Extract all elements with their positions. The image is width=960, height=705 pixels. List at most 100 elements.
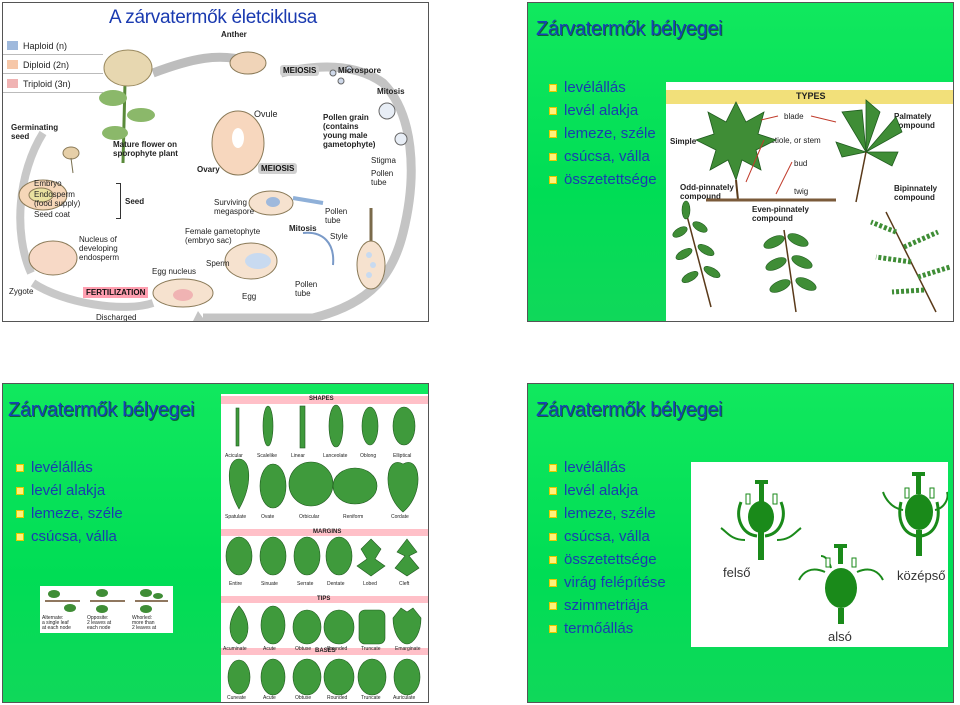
label-embryo: Embryo xyxy=(34,179,62,188)
label-pollen-grain: Pollen grain (contains young male gameto… xyxy=(323,113,376,149)
bullet-item: levélállás xyxy=(548,456,666,479)
label-half-inferior-ovary: középső xyxy=(897,568,946,583)
label-mitosis-mid: Mitosis xyxy=(289,224,317,233)
bullet-item: csúcsa, válla xyxy=(15,525,123,548)
legend-swatch-triploid xyxy=(7,79,18,88)
leaf-caption-tips: Rounded xyxy=(327,646,348,652)
label-surviving-megaspore: Surviving megaspore xyxy=(214,198,255,216)
bullet-list: levélállás levél alakja lemeze, széle cs… xyxy=(548,76,657,191)
label-stigma: Stigma xyxy=(371,156,396,165)
leaf-caption-margins: Serrate xyxy=(297,581,314,587)
leaf-caption-margins: Lobed xyxy=(363,581,377,587)
bullet-item: összetettsége xyxy=(548,168,657,191)
leaf-caption-shapes-row2: Cordate xyxy=(391,514,409,520)
label-mitosis-top: Mitosis xyxy=(377,87,405,96)
label-pollen-tube-2: Pollen tube xyxy=(325,207,348,225)
leaf-caption-bases: Obtuse xyxy=(295,695,312,701)
slide-title: Zárvatermők bélyegei xyxy=(536,18,723,40)
label-shapes: SHAPES xyxy=(309,396,334,402)
life-cycle-diagram xyxy=(16,49,416,321)
label-endosperm: Endosperm (food supply) xyxy=(34,190,81,208)
label-discharged: Discharged xyxy=(96,313,137,322)
label-egg-nucleus: Egg nucleus xyxy=(152,267,197,276)
label-margins: MARGINS xyxy=(313,529,342,535)
label-superior-ovary: felső xyxy=(723,565,751,580)
leaf-caption-tips: Emarginate xyxy=(395,646,421,652)
leaf-caption-margins: Cleft xyxy=(399,581,410,587)
ovary-diagram xyxy=(720,472,948,624)
label-bipinnately: Bipinnately compound xyxy=(894,184,938,202)
bullet-item: virág felépítése xyxy=(548,571,666,594)
label-seed-coat: Seed coat xyxy=(34,210,71,219)
leaf-caption-tips: Acute xyxy=(263,646,276,652)
leaf-caption-bases: Rounded xyxy=(327,695,348,701)
leaf-caption-bases: Truncate xyxy=(361,695,381,701)
leaf-types-drawing xyxy=(672,99,951,313)
label-germinating-seed: Germinating seed xyxy=(11,123,59,141)
label-style: Style xyxy=(330,232,348,241)
bullet-item: lemeze, széle xyxy=(548,122,657,145)
leaf-types-figure: TYPES blade Palmately compound Simple pe… xyxy=(666,82,953,321)
leaf-caption-shapes-row1: Lanceolate xyxy=(323,453,348,459)
leaf-caption-shapes-row1: Elliptical xyxy=(393,453,412,459)
leaf-arrangement-figure: Alternate: a single leaf at each node Op… xyxy=(40,586,173,633)
ovary-position-figure: felső középső alsó xyxy=(691,462,948,647)
leaf-caption-shapes-row2: Spatulate xyxy=(225,514,247,520)
label-tips: TIPS xyxy=(317,596,331,602)
label-bud: bud xyxy=(794,159,808,168)
leaf-caption-bases: Cuneate xyxy=(227,695,246,701)
bullet-item: csúcsa, válla xyxy=(548,145,657,168)
label-egg: Egg xyxy=(242,292,257,301)
bullet-item: levélállás xyxy=(548,76,657,99)
leaf-caption-margins: Sinuate xyxy=(261,581,278,587)
label-whorled: Whorled: more than 2 leaves at xyxy=(132,615,157,631)
leaf-caption-shapes-row2: Reniform xyxy=(343,514,364,520)
slide-leaf-types: Zárvatermők bélyegei levélállás levél al… xyxy=(527,2,954,322)
label-ovary: Ovary xyxy=(197,165,220,174)
label-twig: twig xyxy=(794,187,809,196)
leaf-shapes-drawing xyxy=(225,404,422,696)
label-pollen-tube-1: Pollen tube xyxy=(371,169,394,187)
bullet-item: csúcsa, válla xyxy=(548,525,666,548)
bullet-item: levél alakja xyxy=(15,479,123,502)
label-petiole: petiole, or stem xyxy=(766,136,821,145)
label-blade: blade xyxy=(784,112,804,121)
slide-leaf-shapes: Zárvatermők bélyegei levélállás levél al… xyxy=(2,383,429,703)
bullet-item: szimmetriája xyxy=(548,594,666,617)
label-sperm: Sperm xyxy=(206,259,230,268)
slide-flower-structure: Zárvatermők bélyegei levélállás levél al… xyxy=(527,383,954,703)
bullet-item: lemeze, széle xyxy=(15,502,123,525)
label-odd-pinnately: Odd-pinnately compound xyxy=(680,183,734,201)
label-anther: Anther xyxy=(221,30,247,39)
label-meiosis-top: MEIOSIS xyxy=(280,65,320,76)
legend-diploid: Diploid (2n) xyxy=(23,60,70,70)
leaf-caption-shapes-row2: Ovate xyxy=(261,514,275,520)
bullet-item: termőállás xyxy=(548,617,666,640)
bullet-item: lemeze, széle xyxy=(548,502,666,525)
bullet-item: összetettsége xyxy=(548,548,666,571)
label-female-gametophyte: Female gametophyte (embryo sac) xyxy=(185,227,261,245)
legend-swatch-diploid xyxy=(7,60,18,69)
label-bases: BASES xyxy=(315,648,336,654)
leaf-caption-bases: Acute xyxy=(263,695,276,701)
leaf-caption-shapes-row1: Scalelike xyxy=(257,453,278,459)
leaf-shapes-chart: SHAPES MARGINS TIPS BASES xyxy=(221,394,428,702)
legend-triploid: Triploid (3n) xyxy=(23,79,71,89)
bullet-item: levél alakja xyxy=(548,99,657,122)
bullet-list: levélállás levél alakja lemeze, széle cs… xyxy=(548,456,666,640)
bullet-item: levélállás xyxy=(15,456,123,479)
label-microspore: Microspore xyxy=(338,66,382,75)
slide-title: A zárvatermők életciklusa xyxy=(109,7,317,28)
label-meiosis-mid: MEIOSIS xyxy=(258,163,298,174)
label-opposite: Opposite: 2 leaves at each node xyxy=(87,615,112,631)
leaf-caption-bases: Auriculate xyxy=(393,695,416,701)
label-even-pinnately: Even-pinnately compound xyxy=(752,205,809,223)
legend-haploid: Haploid (n) xyxy=(23,41,68,51)
label-types: TYPES xyxy=(796,91,826,101)
leaf-caption-tips: Truncate xyxy=(361,646,381,652)
leaf-caption-shapes-row1: Oblong xyxy=(360,453,377,459)
leaf-caption-margins: Dentate xyxy=(327,581,345,587)
label-nucleus-endosperm: Nucleus of developing endosperm xyxy=(79,235,120,262)
bullet-item: levél alakja xyxy=(548,479,666,502)
leaf-caption-shapes-row2: Orbicular xyxy=(299,514,320,520)
